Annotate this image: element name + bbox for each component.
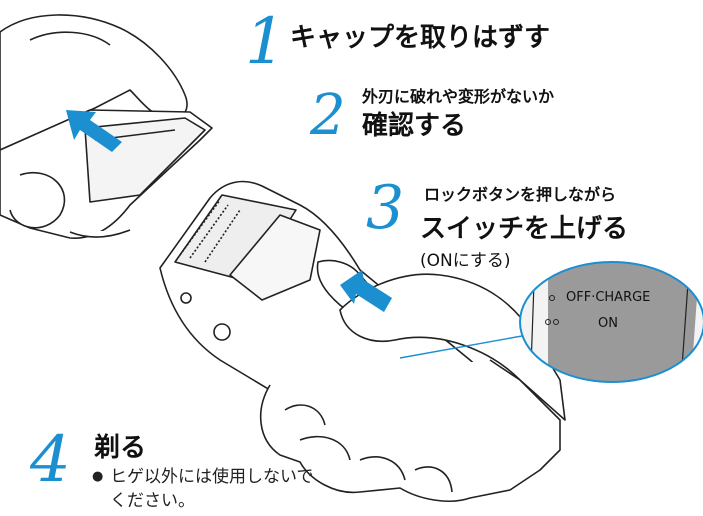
step-3-line3: (ONにする) <box>420 251 511 271</box>
switch-label-on: ON <box>598 316 618 331</box>
step-2-number: 2 <box>310 83 346 148</box>
step-4-title: 剃る <box>94 433 147 463</box>
step-4-note-line1: ヒゲ以外には使用しないで <box>110 467 314 487</box>
step-2-line2: 確認する <box>362 111 467 141</box>
hand-gripping-shaver <box>259 273 566 502</box>
step-4-note-line2: ください。 <box>110 491 195 511</box>
step-1-title: キャップを取りはずす <box>290 23 551 53</box>
push-switch-arrow-icon <box>340 270 392 312</box>
step-4-note-bullet: ● <box>92 469 104 484</box>
switch-label-off-charge: OFF·CHARGE <box>566 290 651 305</box>
hand-holding-cap <box>0 14 213 239</box>
step-3-line2: スイッチを上げる <box>420 214 629 244</box>
switch-zoom-circle <box>519 261 703 383</box>
remove-cap-arrow-icon <box>66 110 122 152</box>
step-3-number: 3 <box>366 173 405 243</box>
step-1-number: 1 <box>245 5 286 79</box>
step-2-line1: 外刃に破れや変形がないか <box>362 87 555 106</box>
step-4-number: 4 <box>30 423 71 497</box>
step-3-line1: ロックボタンを押しながら <box>424 185 617 204</box>
